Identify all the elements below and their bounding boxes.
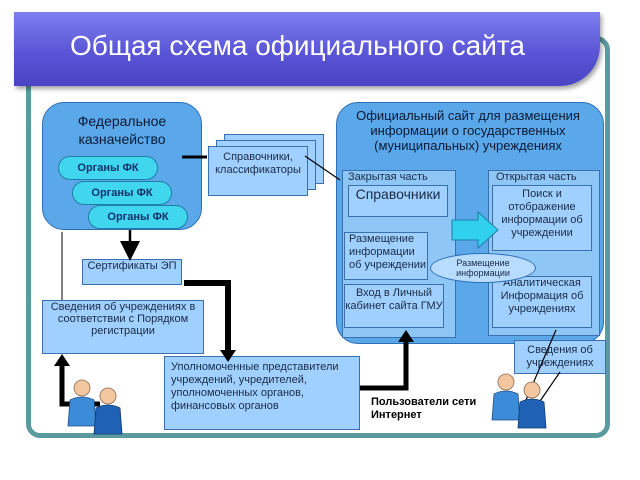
page-title: Общая схема официального сайта — [70, 30, 525, 61]
link-users-info — [537, 371, 561, 405]
link-references-site — [304, 155, 341, 181]
organ-fk-1: Органы ФК — [58, 156, 158, 180]
open-part-label: Открытая часть — [496, 171, 577, 183]
cabinet-entry-box: Вход в Личный кабинет сайта ГМУ — [344, 284, 444, 328]
transfer-arrow — [451, 210, 499, 250]
arrow-certificates-authorized — [184, 280, 231, 356]
placement-bubble: Размещение информации — [430, 253, 536, 283]
analytics-box: Аналитическая Информация об учреждениях — [492, 276, 592, 328]
authorized-reps-box: Уполномоченные представители учреждений,… — [164, 356, 360, 430]
arrow-person-info-head — [54, 354, 70, 366]
user-group-icon-right — [491, 373, 547, 429]
arrow-authorized-cabinet-head — [398, 330, 414, 342]
organ-fk-2: Органы ФК — [72, 181, 172, 205]
certificates-box: Сертификаты ЭП — [82, 259, 182, 285]
closed-part-label: Закрытая часть — [348, 171, 428, 183]
placement-box: Размещение информации об учреждении — [344, 232, 428, 280]
title-band — [14, 12, 600, 86]
references-doc: Справочники, классификаторы — [208, 146, 308, 196]
institution-info-box: Сведения об учреждениях в соответствии с… — [42, 300, 204, 354]
search-display-box: Поиск и отображение информации об учрежд… — [492, 185, 592, 251]
arrow-authorized-cabinet — [360, 338, 409, 391]
federal-treasury-title: Федеральное казначейство — [77, 113, 167, 147]
internet-users-label: Пользователи сети Интернет — [371, 396, 477, 421]
organ-fk-3: Органы ФК — [88, 205, 188, 229]
user-group-icon-left — [67, 379, 123, 435]
official-site-title: Официальный сайт для размещения информац… — [356, 108, 580, 153]
directories-box: Справочники — [348, 185, 448, 217]
arrow-certificates-authorized-head — [220, 350, 236, 362]
